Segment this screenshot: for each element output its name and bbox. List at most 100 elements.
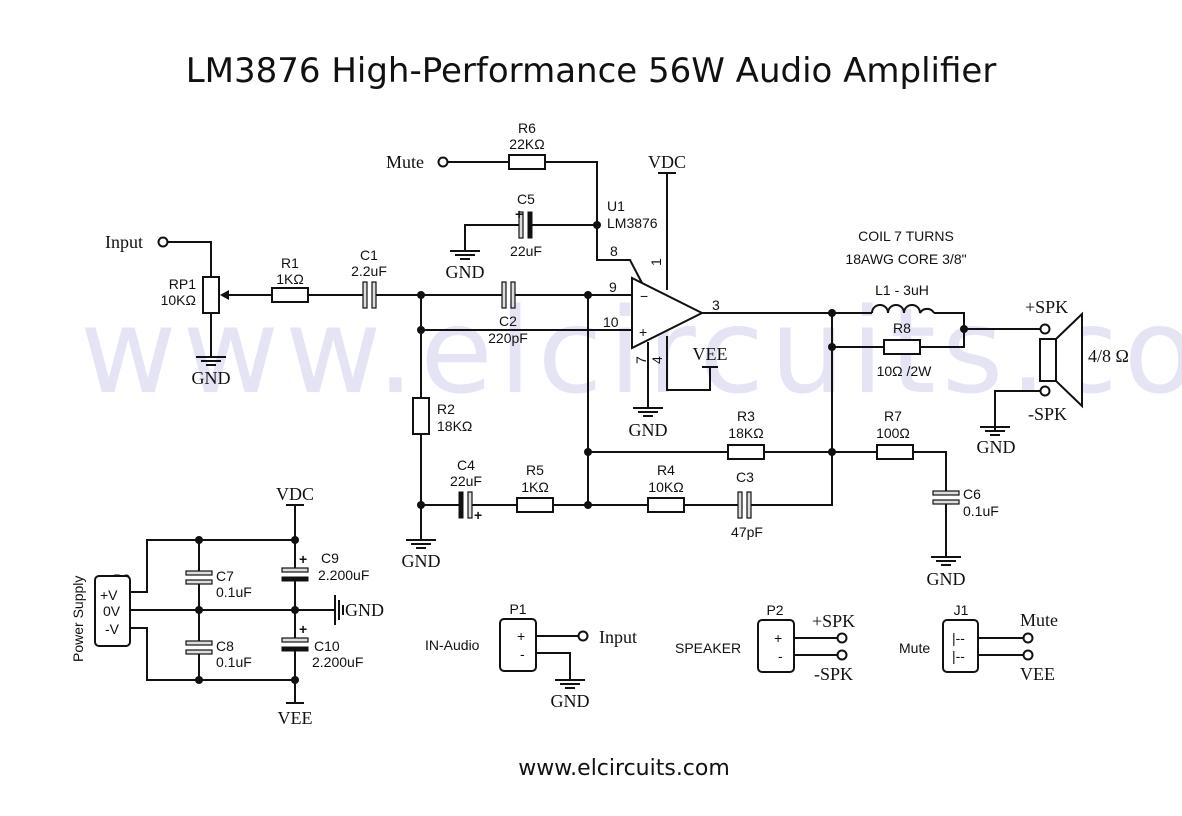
p1-pin-pos: +	[517, 628, 525, 644]
wire	[994, 390, 1040, 430]
r4-value: 10KΩ	[648, 479, 683, 495]
j1-ref: J1	[954, 602, 969, 618]
c1-capacitor	[362, 281, 368, 309]
pin-7: 7	[633, 356, 649, 364]
c1-capacitor-plate	[371, 281, 377, 309]
r4-ref: R4	[657, 462, 675, 478]
wire	[913, 451, 947, 491]
c2-capacitor-plate	[510, 281, 516, 309]
ground-icon	[980, 426, 1010, 436]
l1-inductor	[871, 304, 935, 317]
p2-connector-group: SPEAKER P2 + - +SPK -SPK	[675, 602, 855, 684]
gnd-label: GND	[345, 600, 384, 620]
c7-capacitor-plate	[185, 579, 213, 585]
pin-10: 10	[603, 314, 619, 330]
c6-value: 0.1uF	[963, 503, 999, 519]
p1-connector-group: IN-Audio P1 + - Input GND	[425, 601, 637, 711]
vee-label: VEE	[693, 344, 728, 364]
p3-pin-0v: 0V	[103, 603, 121, 619]
mute-section: Mute R6 22KΩ + C5 22uF GND	[386, 120, 643, 284]
r1-ref: R1	[281, 255, 299, 271]
gnd-label: GND	[629, 420, 668, 440]
mute-terminal	[1022, 632, 1034, 644]
r3-resistor	[727, 444, 765, 460]
spk-neg-label: -SPK	[814, 664, 853, 684]
pin-1: 1	[648, 258, 664, 266]
gnd-label: GND	[551, 691, 590, 711]
opamp-triangle	[631, 276, 705, 350]
p2-connector	[757, 619, 795, 673]
r2-value: 18KΩ	[437, 418, 472, 434]
c4-polarity: +	[474, 507, 482, 523]
j1-pin-1: |--	[952, 630, 965, 646]
coil-note-line2: 18AWG CORE 3/8"	[845, 251, 966, 267]
c1-ref: C1	[360, 247, 378, 263]
r3-ref: R3	[737, 408, 755, 424]
c4-capacitor-plate	[458, 491, 464, 519]
c6-capacitor	[932, 490, 960, 496]
coil-note-line1: COIL 7 TURNS	[858, 228, 954, 244]
p2-ref: P2	[766, 602, 783, 618]
p3-pin-pos: +V	[100, 587, 118, 603]
vee-label: VEE	[1020, 664, 1055, 684]
c3-capacitor	[737, 491, 743, 519]
mute-net-label: Mute	[386, 152, 424, 172]
u1-ref: U1	[607, 198, 625, 214]
vee-terminal	[1022, 649, 1034, 661]
c8-ref: C8	[216, 638, 234, 654]
gnd-label: GND	[446, 262, 485, 282]
vee-label: VEE	[278, 708, 313, 728]
p2-pin-neg: -	[778, 648, 783, 664]
c8-capacitor	[185, 640, 213, 646]
r6-ref: R6	[518, 120, 536, 136]
rp1-value: 10KΩ	[161, 292, 196, 308]
speaker-icon	[1039, 311, 1083, 409]
gnd-label: GND	[192, 368, 231, 388]
c2-value: 220pF	[488, 330, 528, 346]
pin-8: 8	[610, 243, 618, 259]
spk-neg-terminal	[1039, 385, 1051, 397]
output-section: COIL 7 TURNS 18AWG CORE 3/8" L1 - 3uH R8…	[832, 228, 1129, 589]
r1-resistor	[271, 287, 309, 303]
spk-pos-label: +SPK	[1025, 297, 1068, 317]
c8-capacitor-plate	[185, 649, 213, 655]
vdc-label: VDC	[648, 152, 686, 172]
c7-value: 0.1uF	[216, 584, 252, 600]
r5-resistor	[516, 497, 554, 513]
pin-4: 4	[649, 356, 665, 364]
wire	[130, 627, 295, 681]
c3-capacitor-plate	[746, 491, 752, 519]
r7-resistor	[876, 444, 914, 460]
wire	[545, 161, 643, 284]
mute-net-label: Mute	[1020, 610, 1058, 630]
r6-value: 22KΩ	[509, 136, 544, 152]
u1-value: LM3876	[607, 215, 658, 231]
input-net-label: Input	[105, 232, 143, 252]
p3-pin-neg: -V	[105, 621, 120, 637]
gnd-label: GND	[402, 551, 441, 571]
c4-ref: C4	[457, 457, 475, 473]
power-supply-section: Power Supply P3 +V 0V -V VDC VEE C7 0.1u…	[70, 484, 384, 728]
feedback-input-network: C2 220pF R2 18KΩ GND + C4 22uF R5 1KΩ	[402, 281, 877, 571]
input-terminal	[157, 236, 169, 248]
r3-value: 18KΩ	[728, 425, 763, 441]
footer-url: www.elcircuits.com	[518, 756, 730, 781]
j1-connector-group: Mute J1 |-- |-- Mute VEE	[899, 602, 1058, 684]
c7-ref: C7	[216, 568, 234, 584]
u1-opamp: U1 LM3876 − + 8 9 10 3 1 7 4 VDC VEE GND	[603, 152, 832, 440]
spk-neg-terminal	[836, 649, 848, 661]
c10-capacitor-plate	[281, 646, 309, 652]
c4-value: 22uF	[450, 473, 482, 489]
vdc-label: VDC	[276, 484, 314, 504]
wire	[464, 224, 519, 250]
r8-ref: R8	[893, 320, 911, 336]
ground-icon	[406, 539, 436, 549]
rp1-ref: RP1	[169, 276, 196, 292]
r7-value: 100Ω	[876, 425, 910, 441]
wire	[168, 241, 212, 277]
pin-3: 3	[712, 297, 720, 313]
input-terminal	[577, 630, 589, 642]
ground-icon	[633, 407, 663, 417]
r4-resistor	[647, 497, 685, 513]
p1-label: IN-Audio	[425, 637, 480, 653]
